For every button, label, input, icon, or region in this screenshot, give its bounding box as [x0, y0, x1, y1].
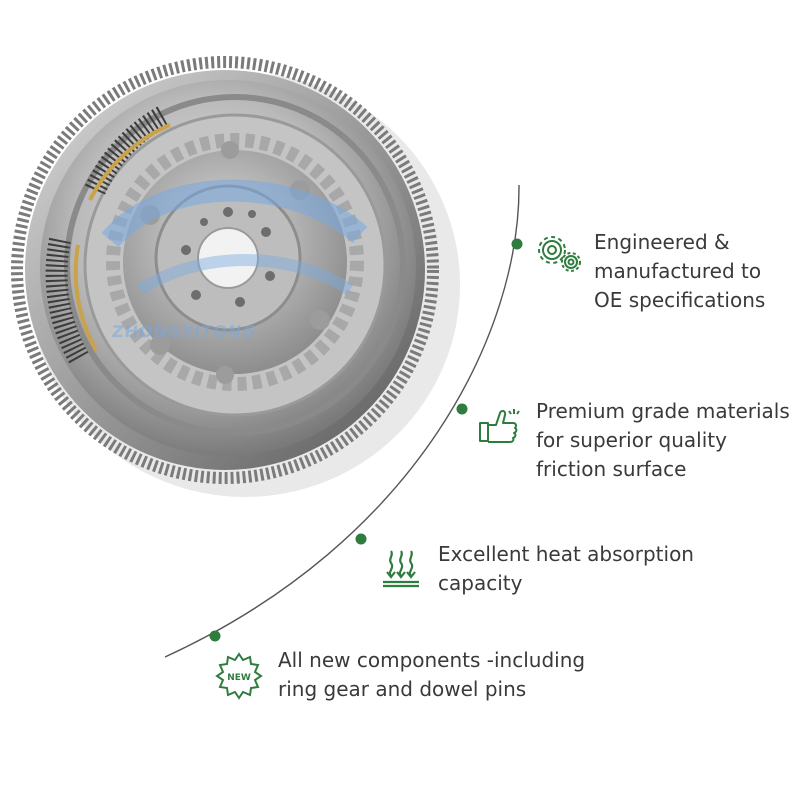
feature-text: Premium grade materials for superior qua… — [536, 399, 790, 481]
heat-icon — [381, 546, 421, 588]
ring-gear — [11, 56, 439, 484]
timeline-dot — [456, 403, 468, 415]
feature-text: All new components -including ring gear … — [278, 648, 586, 701]
timeline-dot — [209, 630, 221, 642]
timeline-dot — [355, 533, 367, 545]
feature-text: Engineered & manufactured to OE specific… — [594, 230, 766, 312]
thumbs-up-icon — [478, 405, 524, 447]
new-badge-icon: NEW — [215, 652, 263, 700]
arc-spring-lower — [45, 237, 90, 366]
timeline-dot — [511, 238, 523, 250]
new-badge-label: NEW — [227, 673, 251, 683]
feature-text: Excellent heat absorption capacity — [438, 542, 694, 595]
gears-icon — [535, 233, 585, 275]
